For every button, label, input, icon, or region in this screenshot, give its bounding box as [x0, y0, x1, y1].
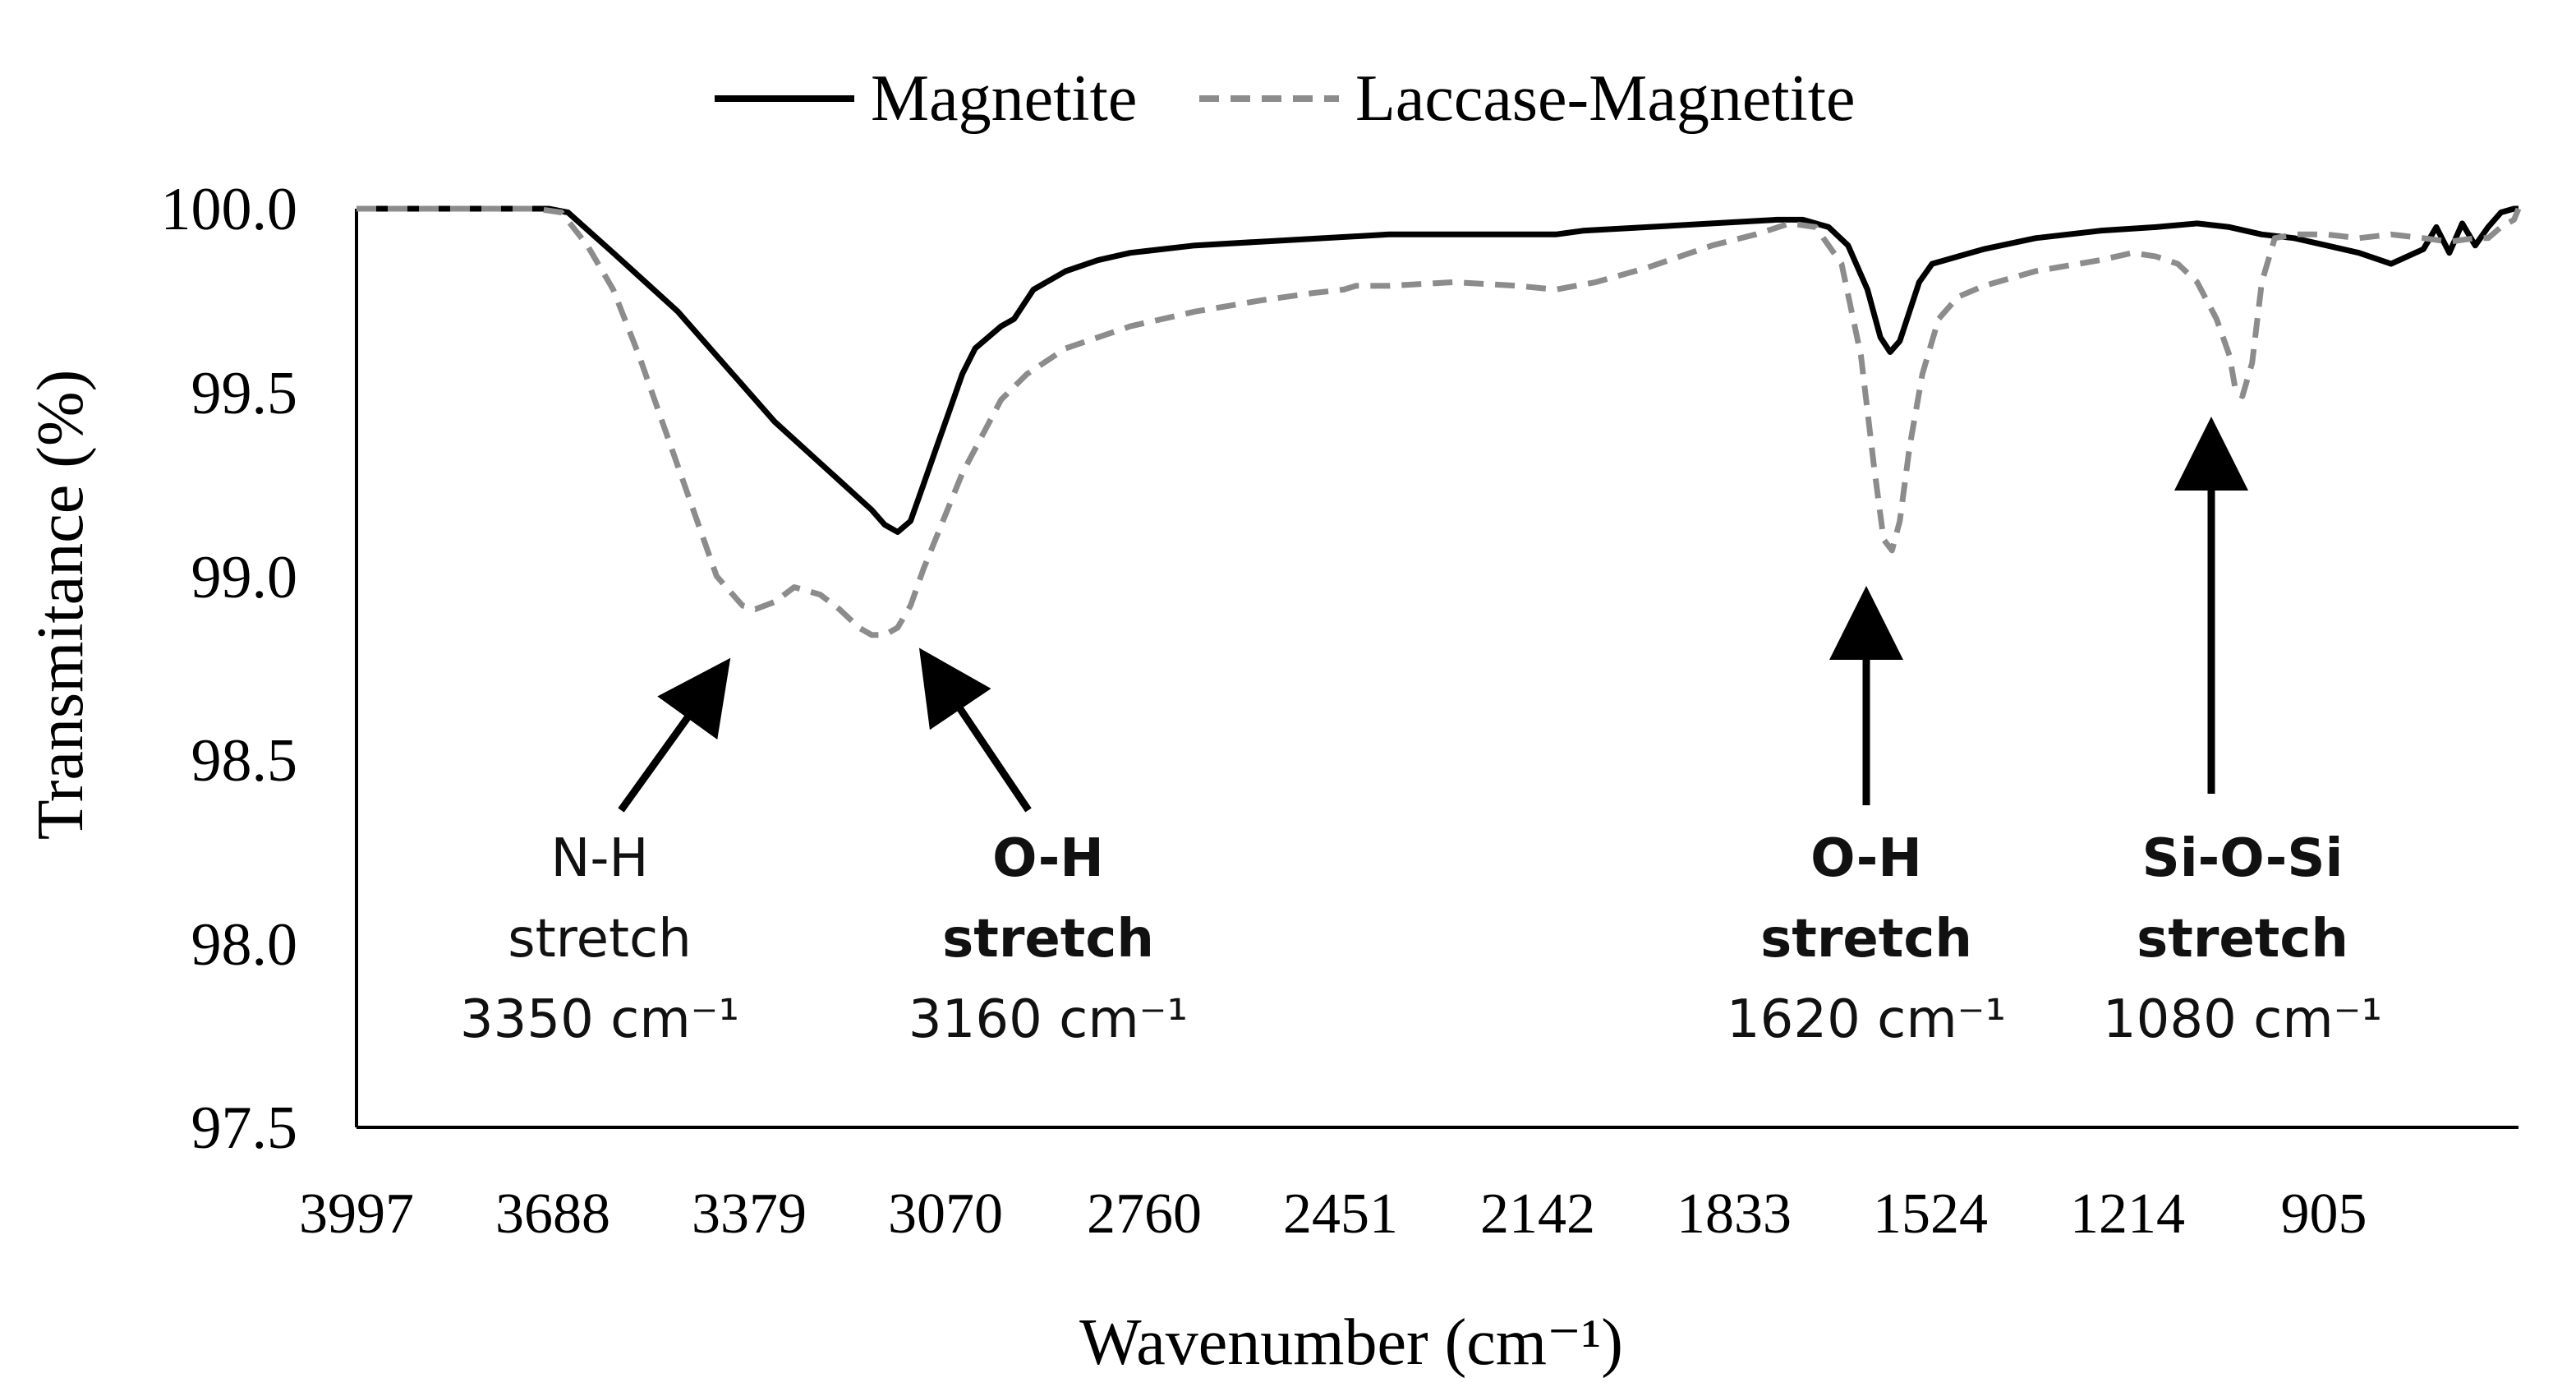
legend-label-laccase-magnetite: Laccase-Magnetite [1355, 62, 1856, 135]
x-tick-label: 3070 [888, 1182, 1003, 1246]
y-tick-labels: 100.0 99.5 99.0 98.5 98.0 97.5 [161, 176, 298, 1162]
x-tick-label: 1524 [1873, 1182, 1988, 1246]
y-tick-label: 100.0 [161, 176, 298, 243]
x-tick-label: 3379 [692, 1182, 807, 1246]
annotation-nh-line3: 3350 cm⁻¹ [460, 989, 739, 1050]
series-line-laccase-magnetite [356, 205, 2522, 638]
annotation-sio-line1: Si-O-Si [2142, 828, 2344, 889]
annotation-oh3160-line1: O-H [992, 828, 1104, 889]
legend-label-magnetite: Magnetite [871, 62, 1137, 135]
annotation-nh-line1: N-H [550, 828, 648, 889]
annotation-sio-line3: 1080 cm⁻¹ [2103, 989, 2382, 1050]
x-tick-label: 905 [2281, 1182, 2367, 1246]
y-tick-label: 99.5 [191, 360, 298, 427]
x-tick-label: 2142 [1480, 1182, 1595, 1246]
y-tick-label: 99.0 [191, 544, 298, 611]
annotation-oh3160-line3: 3160 cm⁻¹ [908, 989, 1188, 1050]
annotation-nh-line2: stretch [508, 909, 692, 970]
annotation-oh1620-line2: stretch [1760, 909, 1972, 970]
series-line-magnetite [356, 205, 2518, 535]
x-tick-label: 2451 [1283, 1182, 1398, 1246]
x-tick-labels: 3997 3688 3379 3070 2760 2451 2142 1833 … [299, 1182, 2367, 1246]
annotation-labels: N-H stretch 3350 cm⁻¹ O-H stretch 3160 c… [460, 828, 2382, 1050]
arrow-oh-3160 [918, 647, 1032, 813]
x-tick-label: 1214 [2070, 1182, 2185, 1246]
y-tick-label: 98.5 [191, 727, 298, 795]
x-tick-label: 3688 [495, 1182, 610, 1246]
y-tick-label: 97.5 [191, 1094, 298, 1162]
x-tick-label: 3997 [299, 1182, 414, 1246]
annotation-sio-line2: stretch [2137, 909, 2348, 970]
y-axis-title: Transmitance (%) [25, 370, 97, 840]
x-tick-label: 1833 [1677, 1182, 1792, 1246]
annotation-oh1620-line1: O-H [1810, 828, 1922, 889]
arrow-nh-3350 [618, 657, 731, 813]
annotation-oh3160-line2: stretch [942, 909, 1154, 970]
annotation-arrows [618, 417, 2248, 813]
x-tick-label: 2760 [1087, 1182, 1202, 1246]
legend: Magnetite Laccase-Magnetite [715, 62, 1856, 135]
x-axis-title: Wavenumber (cm⁻¹) [1079, 1306, 1623, 1379]
y-tick-label: 98.0 [191, 911, 298, 979]
annotation-oh1620-line3: 1620 cm⁻¹ [1727, 989, 2006, 1050]
